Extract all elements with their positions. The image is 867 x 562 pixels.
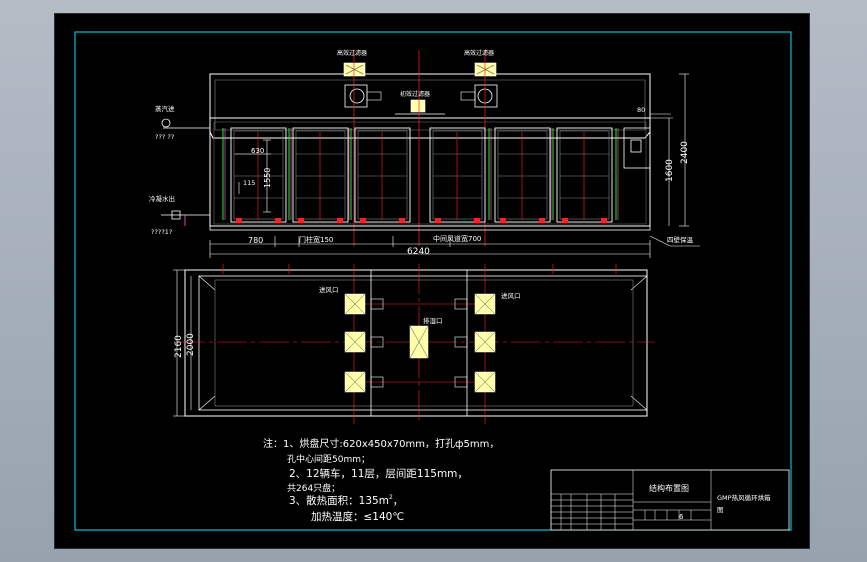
note-line-3: 3、散热面积：135m2，: [289, 494, 403, 507]
floor-base: [209, 225, 651, 231]
drawing-sheet: 高效过滤器 高效过滤器 初效过滤器 蒸汽进 ??? ?? 冷凝水出 ????1?…: [54, 13, 810, 549]
dim-total-length: 6240: [407, 247, 430, 257]
dim-115: 115: [243, 179, 255, 187]
filter-right-label: 高效过滤器: [464, 49, 494, 57]
motor-left: [366, 91, 382, 101]
trolley-1: [230, 127, 287, 223]
vent-right-label: 进风口: [501, 292, 521, 300]
trap-icon: [171, 210, 181, 220]
dim-1550: 1550: [263, 168, 272, 188]
elevation-roof-inner: [214, 79, 646, 131]
trolley-row: [230, 127, 613, 223]
title-block: 结构布置图 GMP热风循环烘箱 图 6: [550, 469, 790, 531]
elevation-text: 高效过滤器 高效过滤器 初效过滤器 蒸汽进 ??? ?? 冷凝水出 ????1?…: [149, 49, 694, 257]
trolley-6: [556, 127, 613, 223]
control-box: [623, 127, 651, 169]
dim-780: 780: [248, 236, 263, 245]
fan-left-icon: [349, 88, 365, 104]
project-name-line2: 图: [717, 506, 724, 514]
dim-channel-width: 中间风道宽700: [433, 234, 481, 243]
trolley-4: [429, 127, 486, 223]
plan-view: [173, 264, 655, 424]
note-line-1b: 孔中心间距50mm；: [287, 453, 370, 465]
plan-motors: [370, 298, 468, 388]
note-line-2: 2、12辆车，11层，层间距115mm，: [289, 467, 468, 480]
note-line-2b: 共264只盘；: [287, 482, 340, 494]
dim-1600: 1600: [665, 159, 675, 182]
control-box-window: [630, 139, 642, 153]
heater-fins: [224, 128, 619, 220]
scale-value: 6: [679, 513, 684, 521]
plan-dim-lines: [173, 269, 192, 417]
steam-in-code: ??? ??: [155, 133, 174, 141]
filter-hatch: [345, 64, 495, 75]
steam-valve-icon: [161, 118, 171, 128]
elevation-view: [161, 50, 700, 258]
plan-inner-line: [214, 279, 634, 407]
wall-insulation-label: 四壁保温: [667, 235, 694, 244]
trolley-5: [494, 127, 551, 223]
filter-left-label: 高效过滤器: [337, 49, 367, 57]
trolley-3: [354, 127, 411, 223]
elevation-body-inner: [213, 121, 647, 225]
elevation-dim-lines: [209, 73, 700, 258]
vent-hatch: [344, 293, 496, 393]
dim-80: 80: [637, 106, 645, 114]
drawing-title: 结构布置图: [649, 483, 689, 493]
plan-ticks: [222, 264, 617, 274]
dim-door-width: 门柱宽150: [299, 235, 333, 244]
plan-text: 进风口 进风口 排湿口 2160 2000: [174, 286, 521, 358]
condensate-label: 冷凝水出: [149, 194, 175, 203]
drawing-canvas: 高效过滤器 高效过滤器 初效过滤器 蒸汽进 ??? ?? 冷凝水出 ????1?…: [74, 31, 792, 531]
note-line-4: 加热温度：≤140℃: [311, 510, 404, 523]
vent-grid: [344, 293, 496, 393]
trolley-2: [292, 127, 349, 223]
dim-2000: 2000: [186, 333, 196, 356]
condensate-code: ????1?: [151, 228, 172, 236]
drawing-frame: [74, 31, 792, 531]
dim-630: 630: [251, 147, 264, 155]
dim-2400: 2400: [680, 141, 690, 164]
vent-left-label: 进风口: [319, 286, 339, 294]
exhaust-label: 排湿口: [423, 316, 443, 325]
steam-in-label: 蒸汽进: [155, 104, 175, 113]
motor-right: [460, 91, 476, 101]
filter-center: [410, 99, 426, 113]
plan-inner: [198, 275, 648, 411]
project-name: GMP热风循环烘箱: [717, 493, 771, 502]
notes: 注：1、烘盘尺寸:620x450x70mm，打孔ф5mm， 孔中心间距50mm；…: [263, 437, 499, 523]
dim-2160: 2160: [174, 335, 184, 358]
heater-pipes: [222, 128, 617, 220]
note-line-1: 注：1、烘盘尺寸:620x450x70mm，打孔ф5mm，: [263, 437, 499, 450]
filter-center-label: 初效过滤器: [400, 90, 430, 98]
